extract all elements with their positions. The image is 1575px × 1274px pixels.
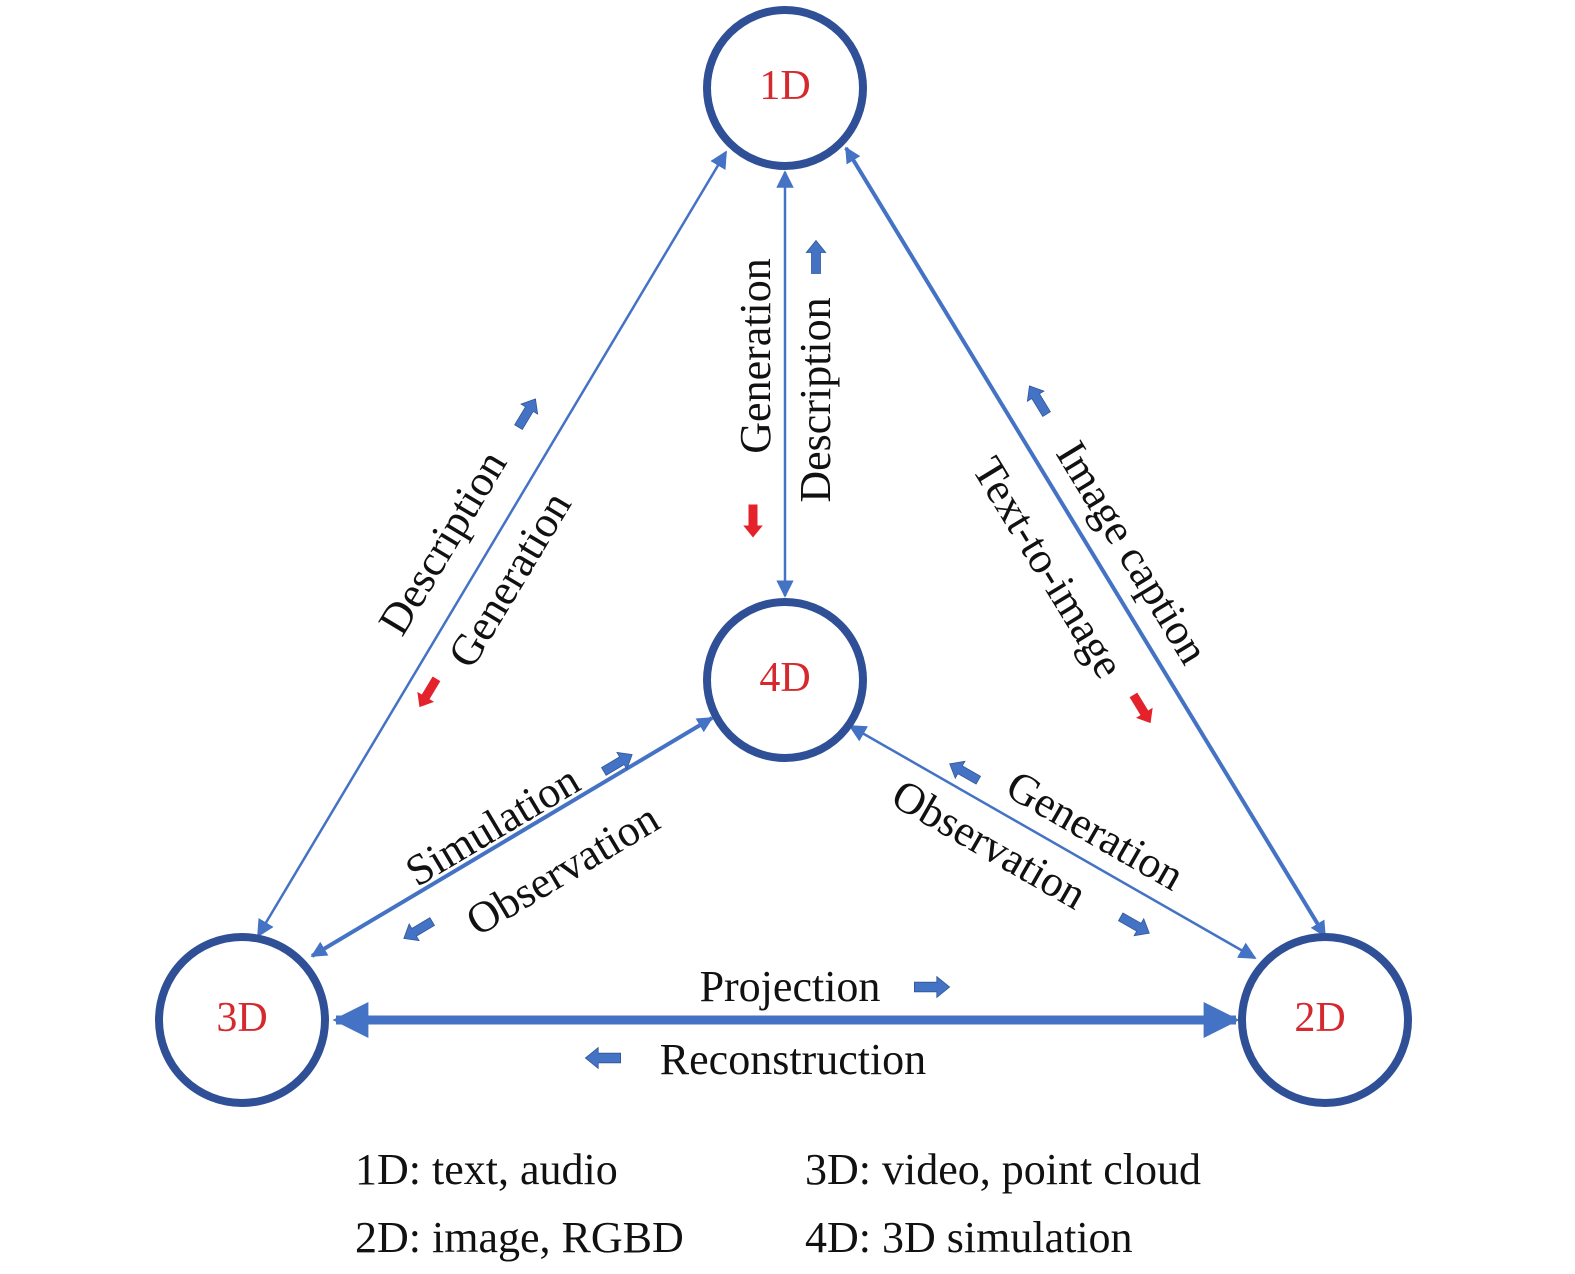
- node-1d: 1D: [703, 6, 867, 170]
- legend-1d: 1D: text, audio: [355, 1145, 618, 1194]
- edge-3d-4d: [310, 716, 714, 958]
- arrow-red-icon: [411, 673, 445, 713]
- arrow-blue-icon: [398, 912, 438, 948]
- label-reconstruction: Reconstruction: [660, 1035, 926, 1084]
- node-4d: 4D: [703, 598, 867, 762]
- edge-2d-4d: [848, 724, 1257, 960]
- node-1d-label: 1D: [759, 63, 810, 109]
- arrow-down-red-icon: [743, 504, 763, 538]
- label-description-1d-4d: Description: [791, 297, 840, 502]
- legend-4d: 4D: 3D simulation: [805, 1213, 1133, 1262]
- arrow-right-blue-icon: [914, 976, 950, 998]
- node-2d: 2D: [1238, 933, 1412, 1107]
- arrow-blue-icon: [1020, 380, 1056, 420]
- node-2d-label: 2D: [1294, 995, 1345, 1041]
- legend: 1D: text, audio 2D: image, RGBD 3D: vide…: [355, 1145, 1201, 1262]
- label-projection: Projection: [700, 962, 881, 1011]
- legend-3d: 3D: video, point cloud: [805, 1145, 1201, 1194]
- node-3d-label: 3D: [216, 995, 267, 1041]
- arrow-blue-icon: [509, 393, 545, 433]
- arrow-blue-icon: [1115, 907, 1155, 943]
- label-generation-1d-4d: Generation: [731, 258, 780, 453]
- arrow-red-icon: [1125, 689, 1159, 729]
- arrow-up-blue-icon: [805, 240, 827, 274]
- legend-2d: 2D: image, RGBD: [355, 1213, 684, 1262]
- arrow-left-blue-icon: [585, 1047, 621, 1069]
- node-3d: 3D: [155, 933, 329, 1107]
- node-4d-label: 4D: [759, 655, 810, 701]
